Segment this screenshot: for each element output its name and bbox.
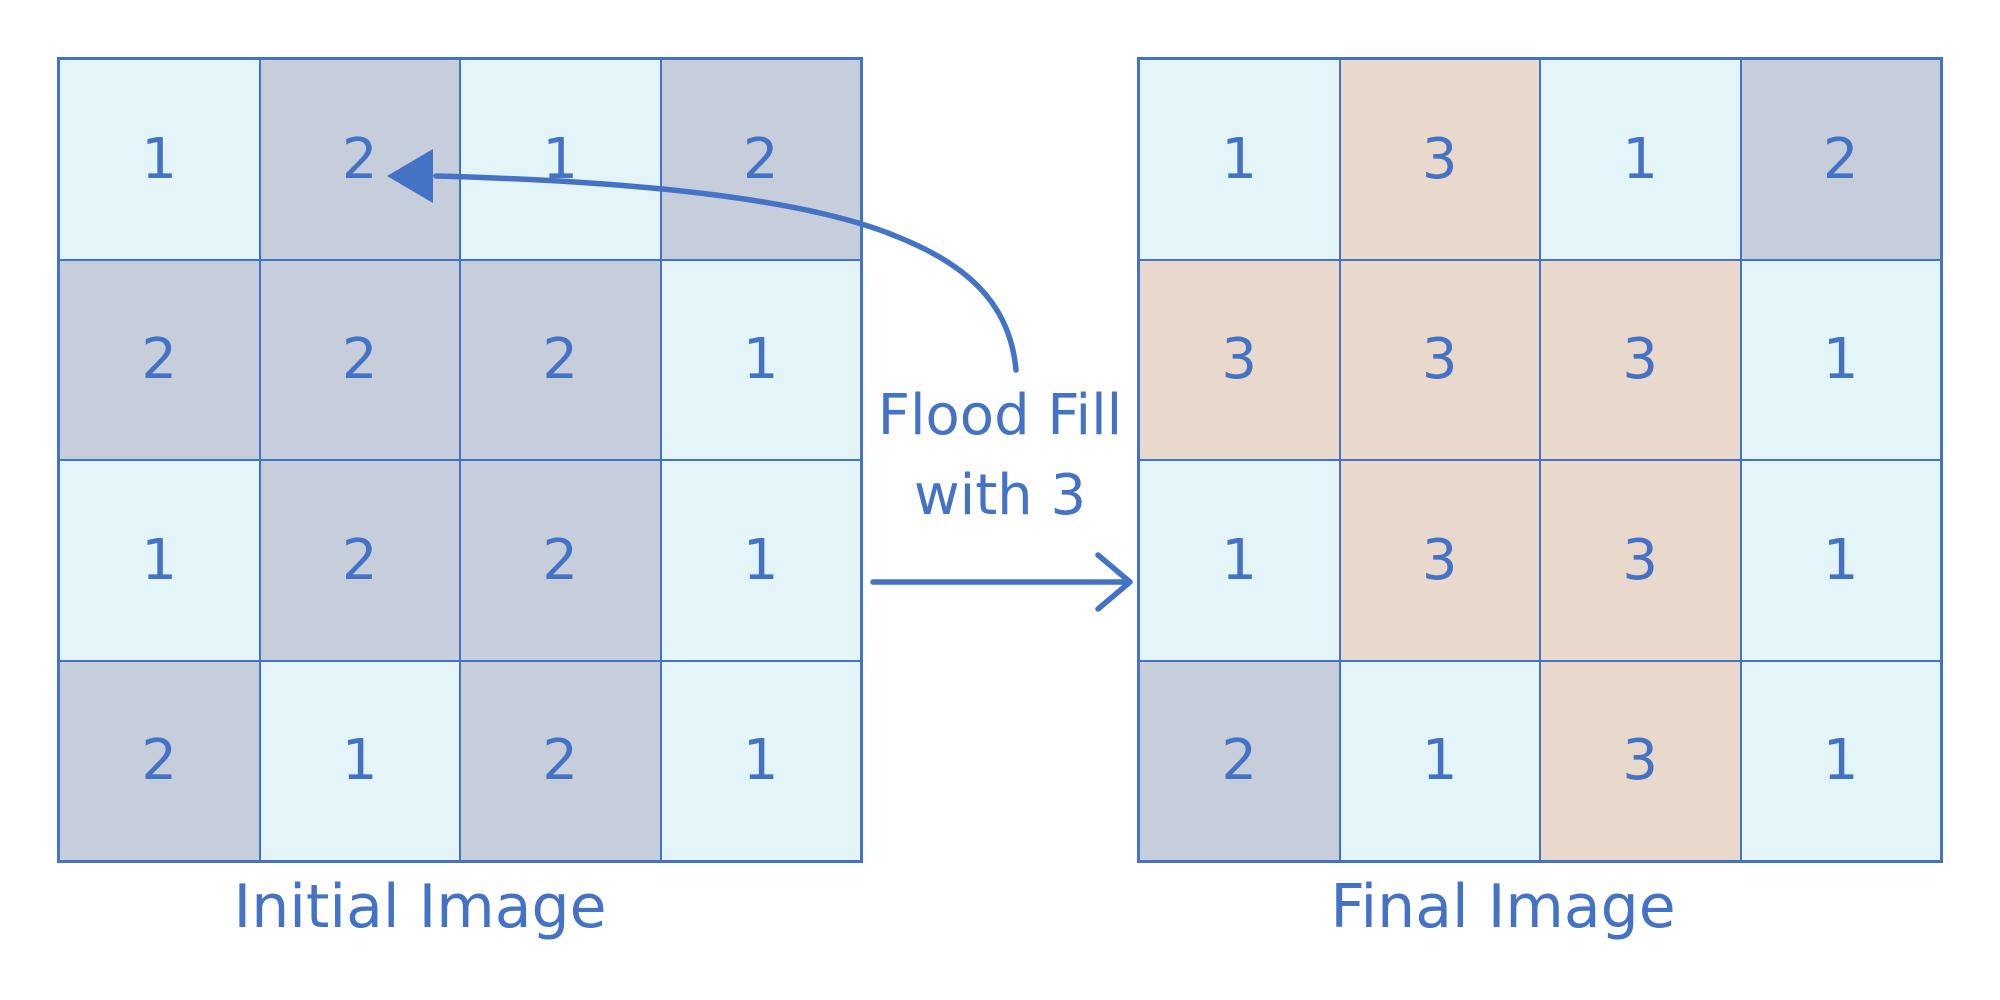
grid-cell: 2 — [60, 260, 259, 459]
grid-cell: 1 — [661, 260, 860, 459]
grid-cell: 2 — [461, 661, 660, 860]
final-image-label: Final Image — [1330, 872, 1676, 942]
grid-cell: 1 — [60, 60, 259, 259]
grid-cell: 1 — [260, 661, 459, 860]
grid-cell: 1 — [1140, 60, 1339, 259]
grid-cell: 1 — [1340, 661, 1539, 860]
grid-cell: 1 — [661, 461, 860, 660]
grid-cell: 2 — [661, 60, 860, 259]
grid-cell: 2 — [461, 260, 660, 459]
grid-cell: 3 — [1340, 60, 1539, 259]
operation-label: Flood Fill with 3 — [878, 376, 1122, 536]
grid-cell: 3 — [1541, 260, 1740, 459]
grid-cell: 1 — [1541, 60, 1740, 259]
grid-cell: 1 — [661, 661, 860, 860]
grid-cell: 1 — [461, 60, 660, 259]
grid-cell: 3 — [1541, 661, 1740, 860]
grid-cell: 2 — [60, 661, 259, 860]
operation-label-line2: with 3 — [913, 463, 1087, 528]
grid-cell: 3 — [1140, 260, 1339, 459]
grid-cell: 3 — [1541, 461, 1740, 660]
grid-cell: 3 — [1340, 461, 1539, 660]
grid-cell: 2 — [1741, 60, 1940, 259]
right-arrow-icon — [870, 552, 1133, 612]
grid-cell: 1 — [1741, 461, 1940, 660]
grid-cell: 1 — [1741, 260, 1940, 459]
grid-cell: 2 — [260, 60, 459, 259]
operation-label-line1: Flood Fill — [877, 383, 1123, 448]
grid-cell: 2 — [260, 461, 459, 660]
grid-cell: 1 — [1140, 461, 1339, 660]
grid-cell: 1 — [60, 461, 259, 660]
grid-cell: 1 — [1741, 661, 1940, 860]
initial-image-label: Initial Image — [233, 872, 607, 942]
grid-cell: 2 — [1140, 661, 1339, 860]
grid-cell: 3 — [1340, 260, 1539, 459]
grid-cell: 2 — [260, 260, 459, 459]
grid-cell: 2 — [461, 461, 660, 660]
